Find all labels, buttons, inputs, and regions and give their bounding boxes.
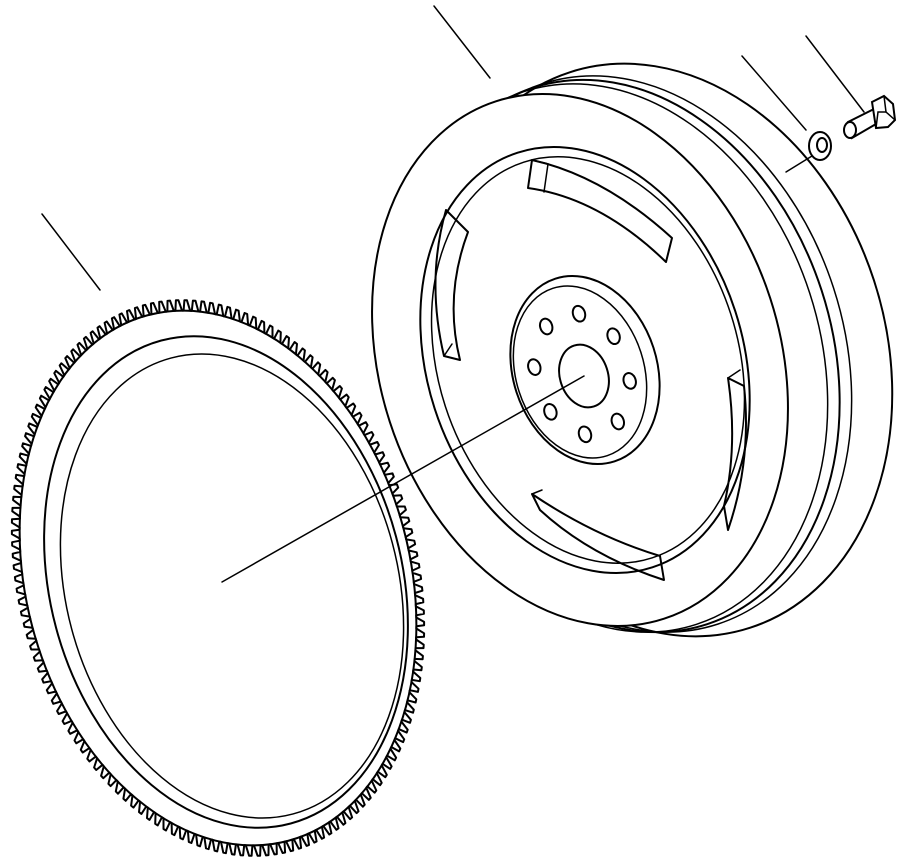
hub-bolt-hole bbox=[527, 358, 542, 376]
hub-bolt-hole bbox=[543, 402, 558, 421]
ring-gear-inner-face bbox=[59, 353, 405, 819]
leader-line-ring-gear bbox=[41, 213, 101, 291]
hub-bolt-hole bbox=[622, 372, 637, 390]
flywheel-pocket-right bbox=[723, 369, 747, 531]
centerline-bolt-to-flywheel bbox=[785, 155, 813, 173]
hub-bolt-hole bbox=[571, 304, 587, 323]
flywheel-pocket-left bbox=[434, 209, 469, 361]
flywheel-hub-boss bbox=[512, 285, 648, 459]
ring-gear bbox=[10, 299, 426, 857]
flywheel-face-recess-step bbox=[430, 156, 746, 564]
ring-gear-inner-edge bbox=[43, 335, 409, 829]
leader-line-washer bbox=[741, 55, 807, 131]
flywheel-pocket-top bbox=[527, 159, 673, 263]
hub-bolt-holes bbox=[527, 304, 637, 444]
bolt bbox=[843, 94, 897, 140]
flywheel-face-recess bbox=[419, 145, 751, 575]
leader-line-flywheel bbox=[433, 5, 491, 79]
leader-line-bolt bbox=[805, 35, 865, 113]
centerline-hub-to-gear bbox=[221, 375, 585, 583]
hub-bolt-hole bbox=[606, 327, 621, 346]
gear-tooth-profile bbox=[10, 299, 426, 857]
ring-gear-root-edge bbox=[18, 309, 418, 847]
washer bbox=[808, 131, 832, 161]
hub-bolt-hole bbox=[577, 425, 593, 444]
flywheel-pocket-bottom bbox=[531, 489, 665, 581]
hub-bolt-hole bbox=[538, 317, 554, 336]
flywheel bbox=[371, 62, 894, 638]
gear-teeth bbox=[10, 299, 426, 857]
hub-bolt-hole bbox=[610, 412, 626, 431]
flywheel-center-bore bbox=[558, 343, 610, 409]
